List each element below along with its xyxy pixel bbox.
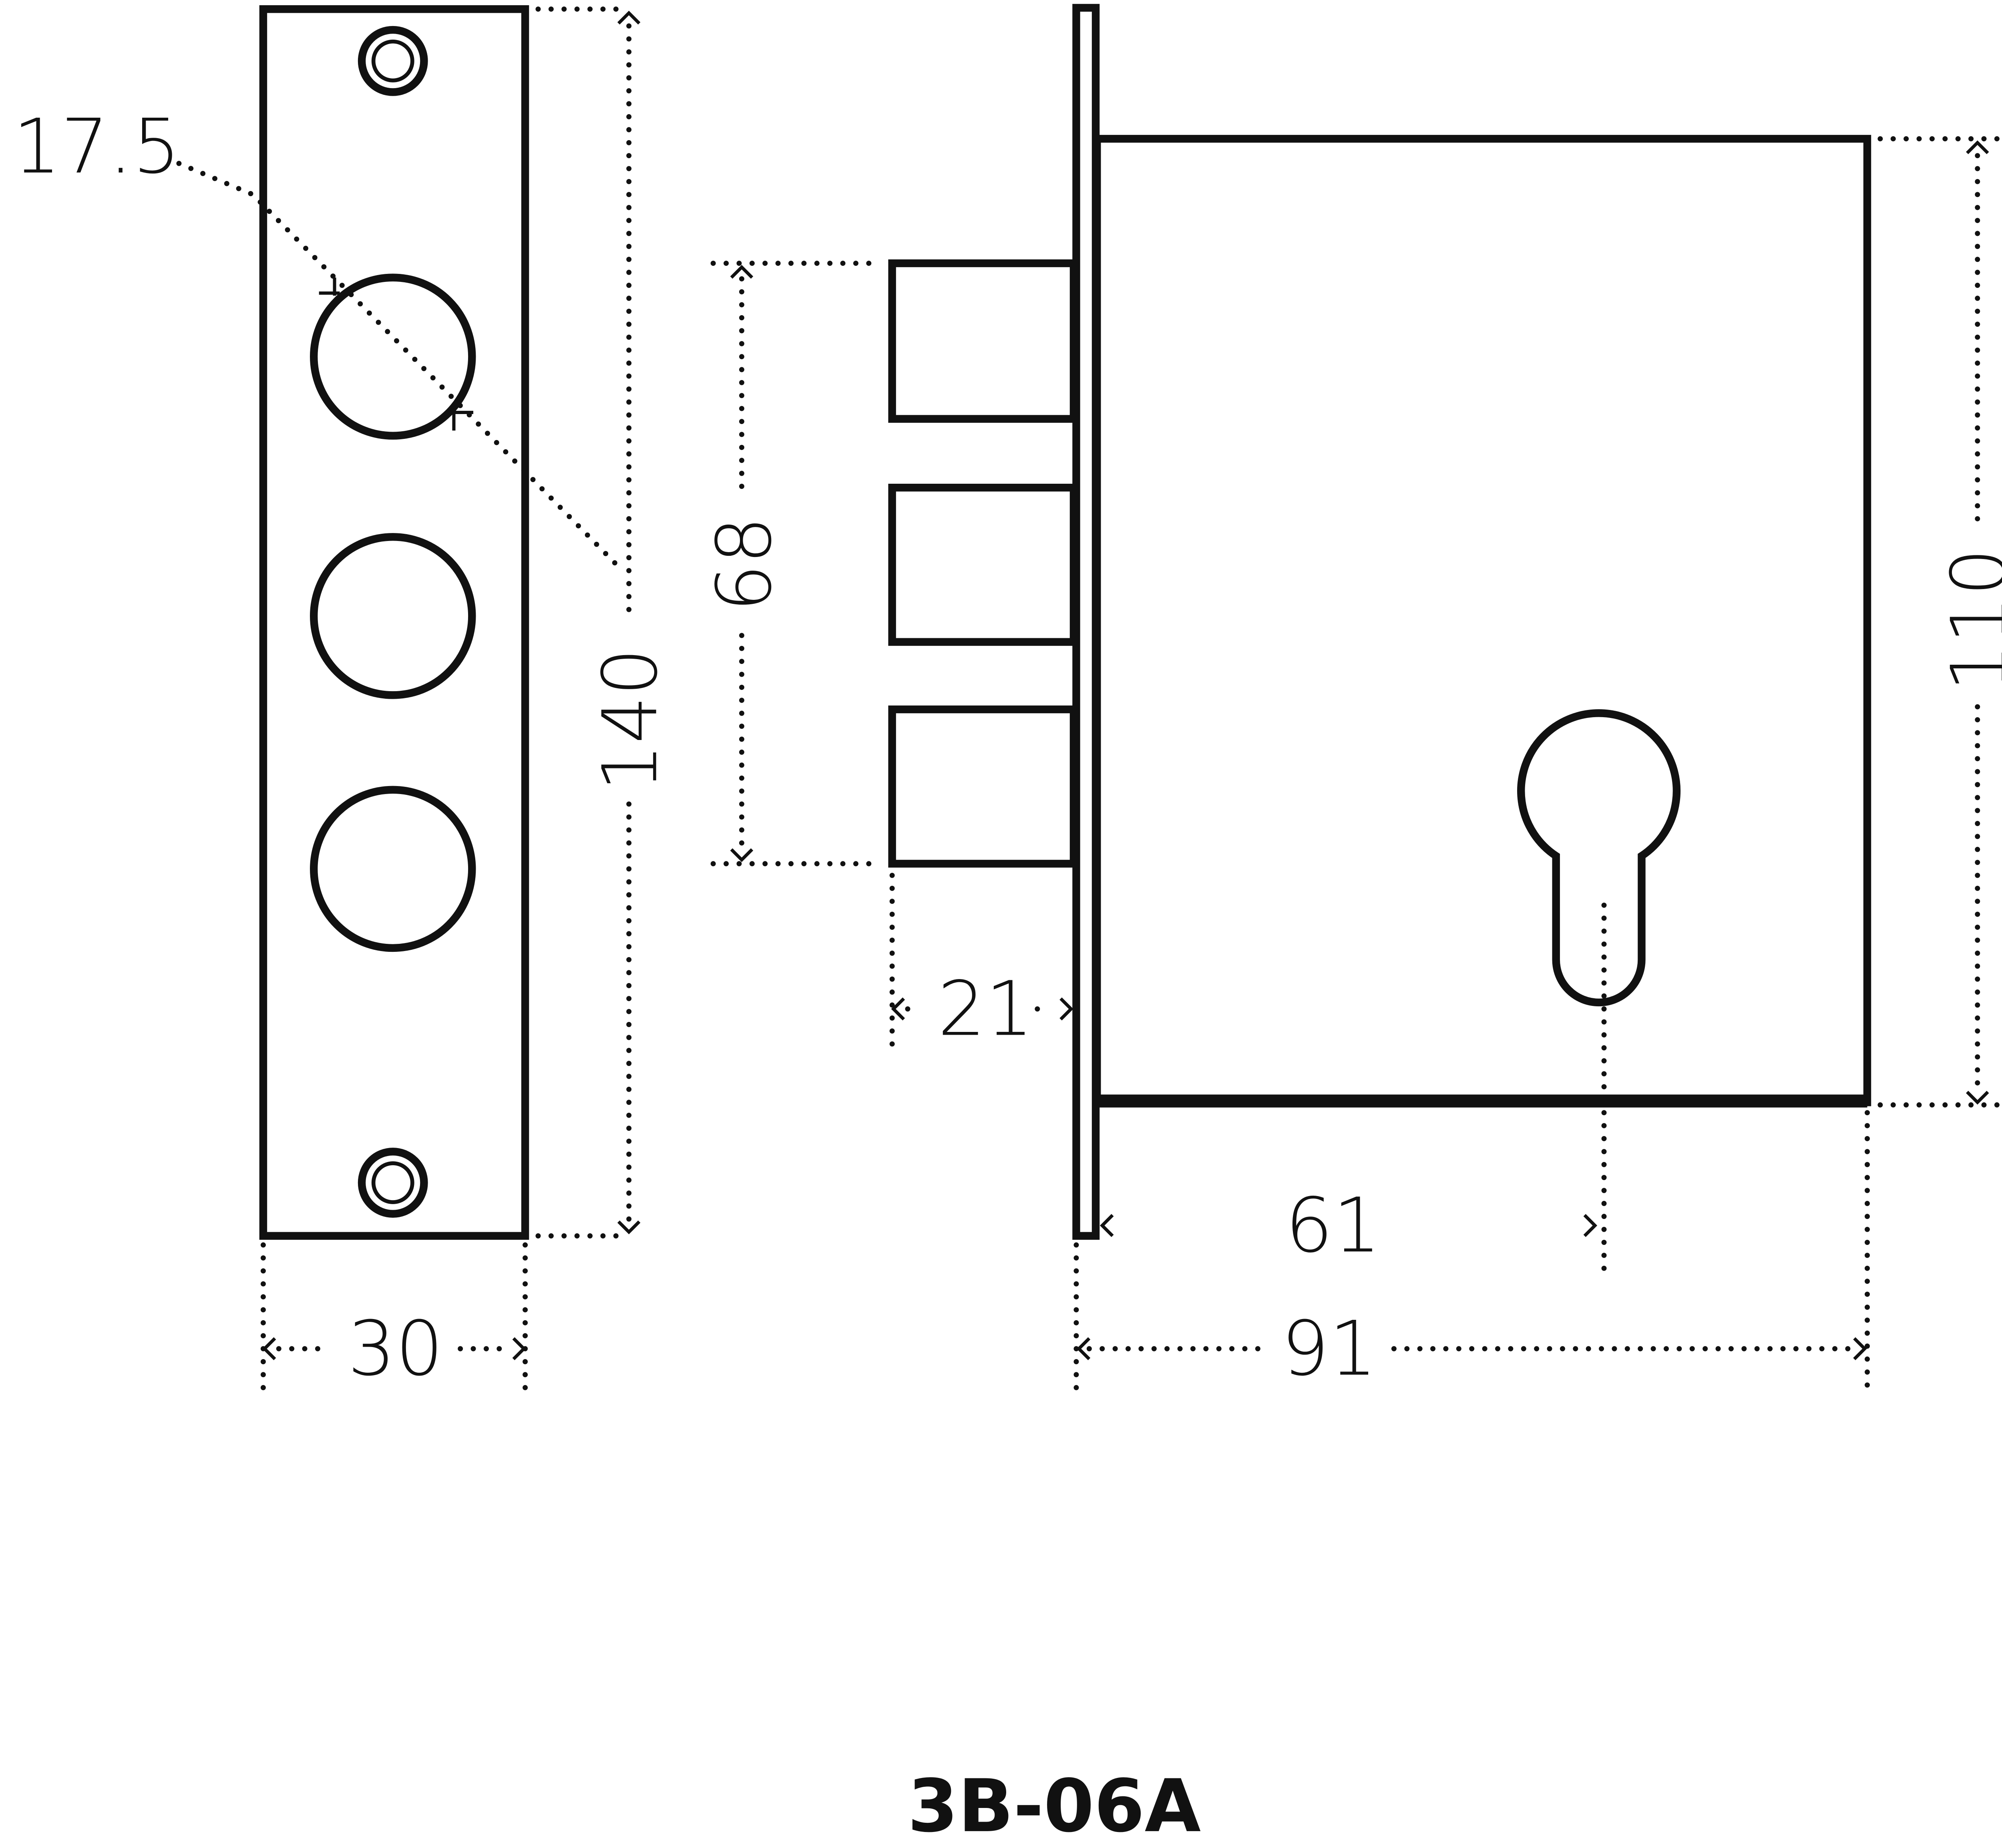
screw-top [358,26,428,96]
dim-label-hole-diameter: 17.5 [13,103,180,191]
dim-faceplate-width: 30 [260,1242,528,1401]
bolt-1 [888,259,1078,423]
dim-label-bolt-span: 68 [701,516,788,612]
bolt-2 [888,484,1078,646]
dim-case-depth: 91 [1073,1110,1870,1401]
bolt-hole-1 [310,273,476,440]
dim-case-height: 110 [1877,136,2002,1108]
dim-label-case-depth: 91 [1281,1305,1377,1393]
dim-label-backset: 61 [1285,1182,1381,1269]
dim-backset: 61 [1100,1182,1598,1269]
front-plate [1072,4,1100,1240]
dim-bolt-projection: 21 [889,873,1073,1060]
dim-label-faceplate-height: 140 [587,648,674,792]
dim-faceplate-height: 140 [535,6,674,1239]
dim-label-faceplate-width: 30 [348,1305,443,1393]
faceplate-view: 17.5 140 30 [13,5,674,1401]
dim-label-bolt-projection: 21 [938,965,1033,1053]
dim-label-case-height: 110 [1936,548,2002,692]
bolt-3 [888,705,1078,868]
screw-bottom [358,1148,428,1218]
bolt-hole-2 [310,533,476,699]
bolt-hole-3 [310,786,476,952]
faceplate [259,5,529,1240]
cylinder-keyhole [1517,709,1681,1007]
dim-hole-diameter: 17.5 [13,103,625,573]
dim-bolt-span: 68 [701,260,884,867]
lock-case [1093,135,1871,1106]
model-title: 3B-06A [908,1764,1201,1848]
lock-side-view: 68 21 61 91 110 [701,4,2002,1401]
